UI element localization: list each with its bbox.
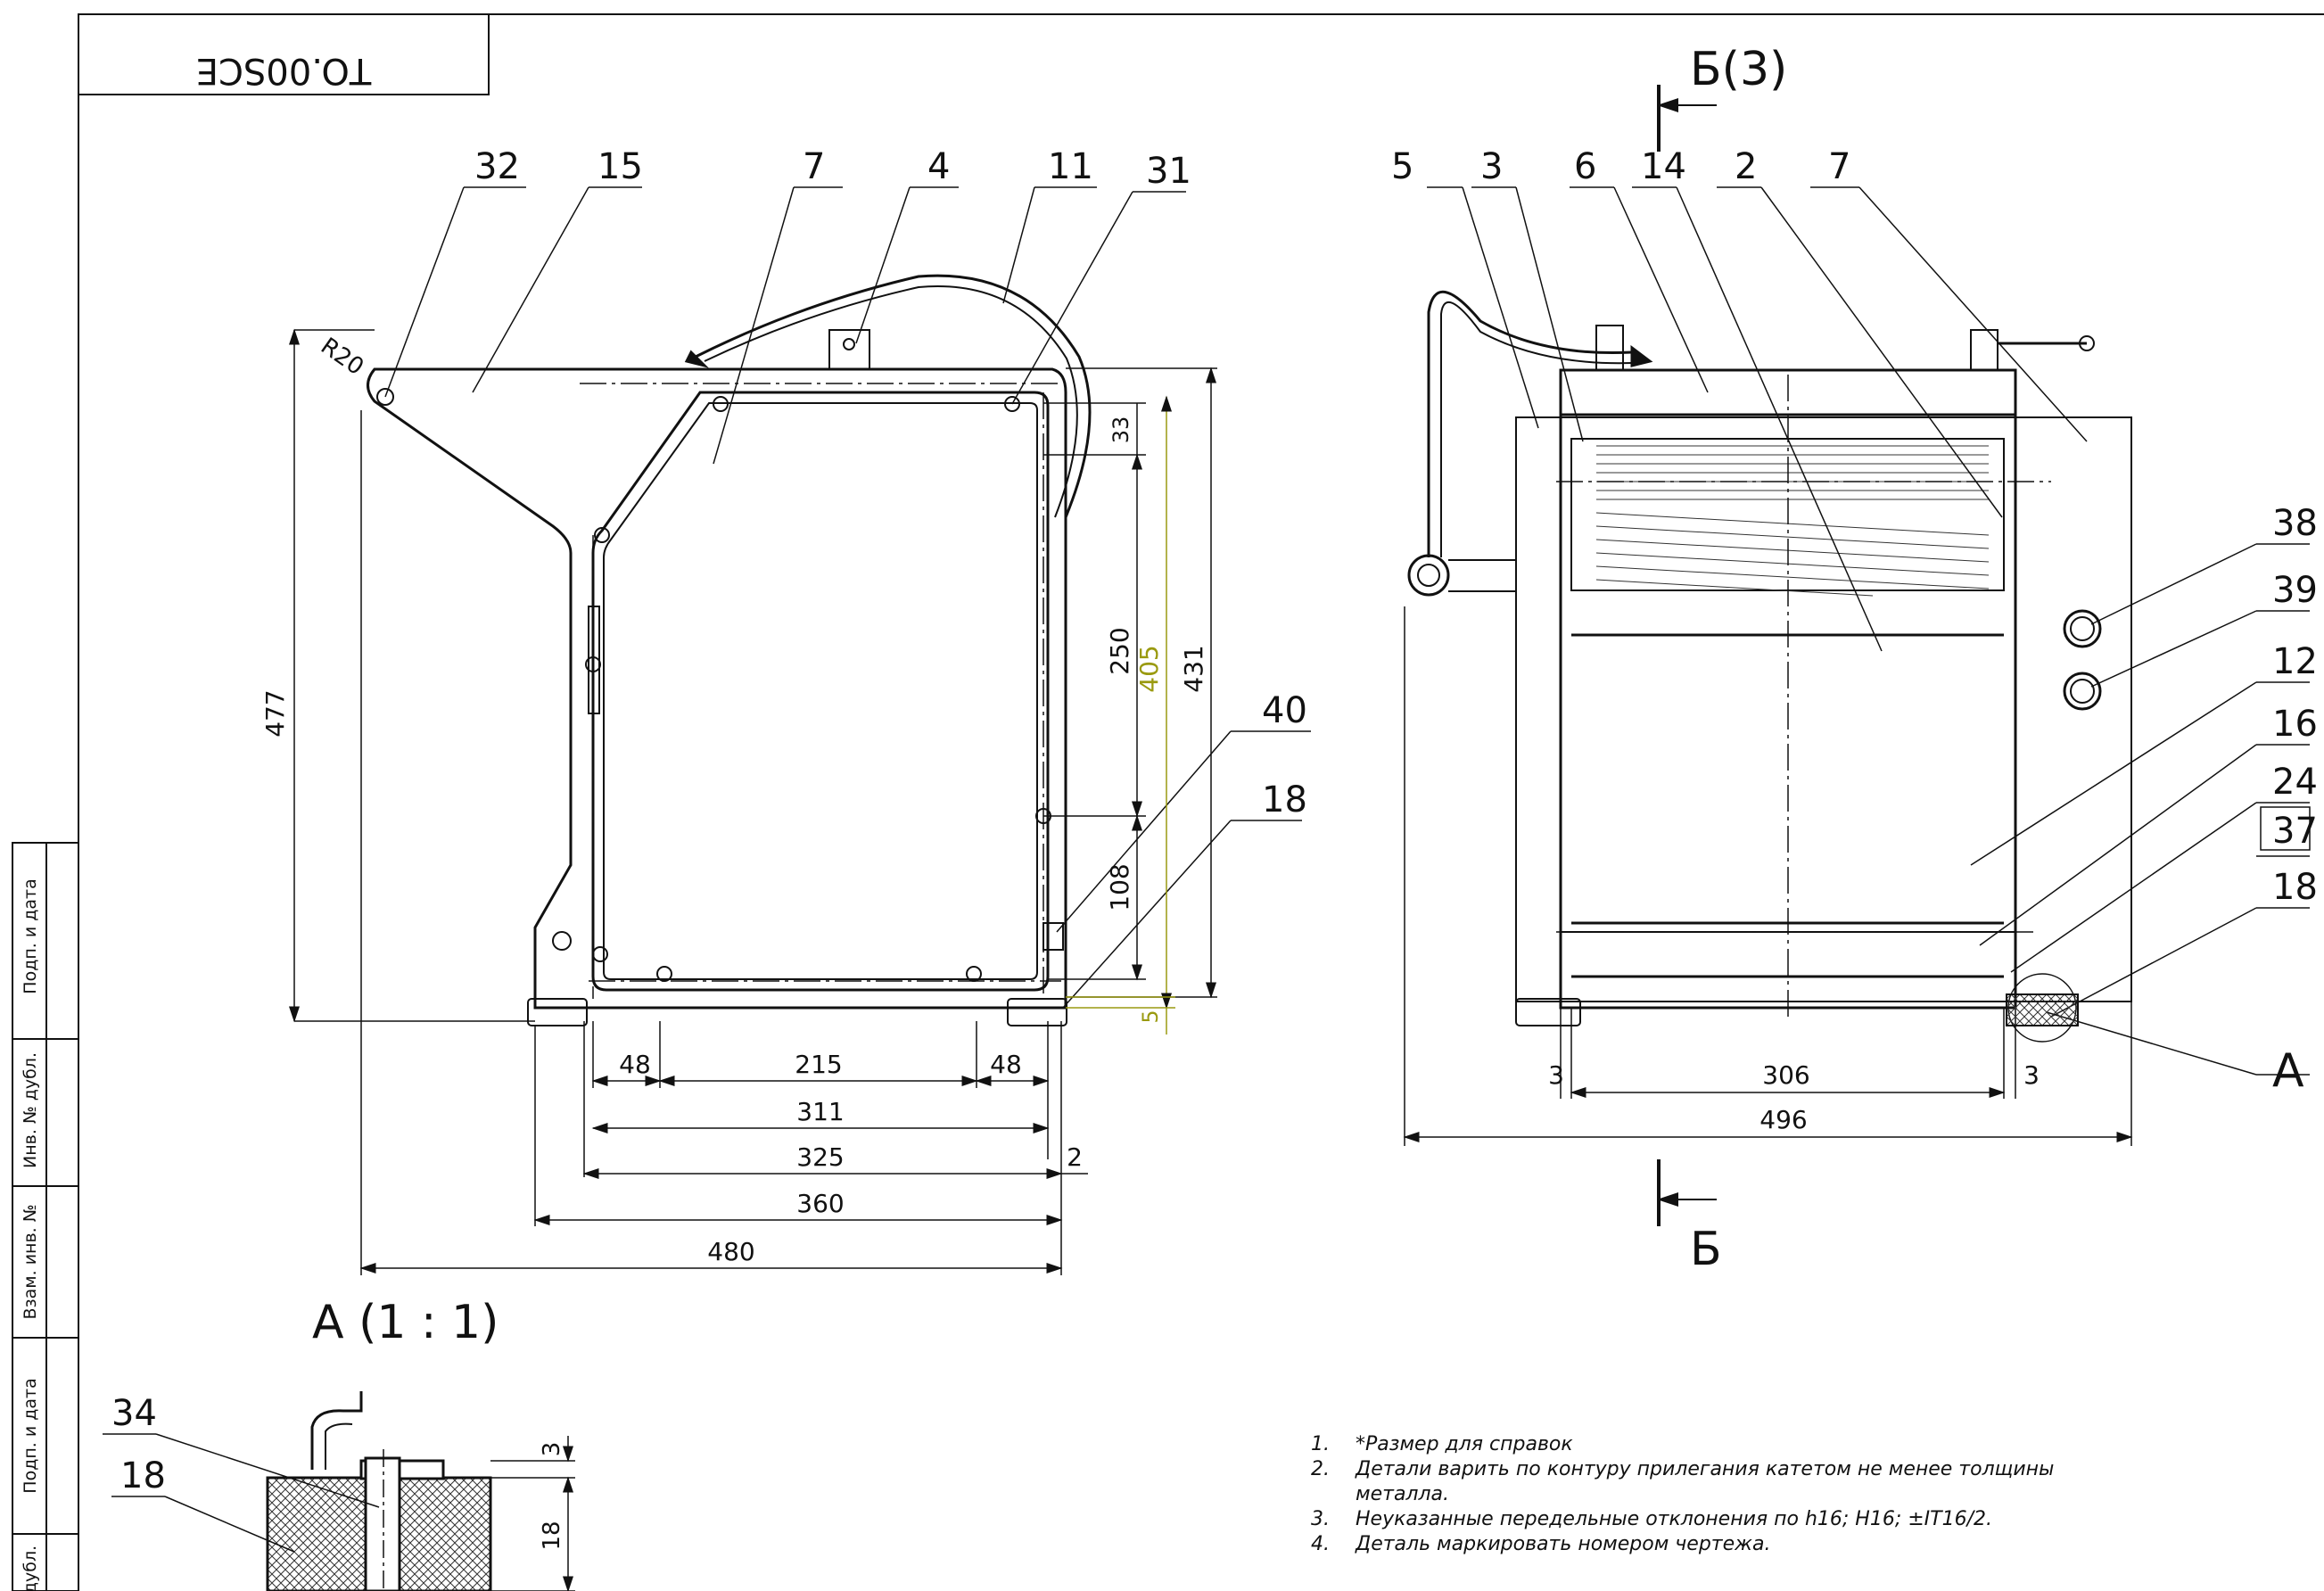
dim-496: 496 <box>1759 1105 1807 1134</box>
technical-notes: 1. *Размер для справок 2. Детали варить … <box>1311 1432 2114 1557</box>
dim-48-a: 48 <box>619 1050 651 1079</box>
note-number: 3. <box>1311 1508 1330 1530</box>
section-marks <box>1657 85 1717 1226</box>
dim-3-a: 3 <box>1548 1060 1564 1090</box>
stamp-replace-inv: Взам. инв. № <box>21 1204 40 1319</box>
callout-32: 32 <box>474 146 520 187</box>
section-label-bottom: Б <box>1690 1223 1722 1276</box>
dim-431: 431 <box>1179 645 1208 692</box>
callout-4: 4 <box>927 146 950 187</box>
callout-37: 37 <box>2272 811 2318 852</box>
left-dim-highlight <box>1066 395 1175 1035</box>
dim-48-b: 48 <box>990 1050 1022 1079</box>
callout-12: 12 <box>2272 641 2318 682</box>
side-stamp <box>12 842 79 1591</box>
note-number: 4. <box>1311 1533 1330 1555</box>
stamp-dup: дубл. <box>21 1546 40 1591</box>
callout-31: 31 <box>1146 151 1191 192</box>
dim-405: 405 <box>1134 645 1164 692</box>
detail-a <box>103 1391 575 1591</box>
stamp-inv-dup: Инв. № дубл. <box>21 1052 40 1168</box>
detail-labels: 34 18 3 18 <box>111 1393 565 1551</box>
callout-7-left: 7 <box>803 146 825 187</box>
callout-24: 24 <box>2272 762 2318 803</box>
note-text: Неуказанные передельные отклонения по h1… <box>1356 1508 1992 1530</box>
center-lines-left <box>580 383 1061 999</box>
note-item: 1. *Размер для справок <box>1311 1432 2114 1457</box>
dim-477: 477 <box>260 689 290 737</box>
callout-2: 2 <box>1735 146 1757 187</box>
dim-33: 33 <box>1108 416 1133 444</box>
dim-3-b: 3 <box>2023 1060 2040 1090</box>
detail-a-callout: A <box>2272 1044 2304 1098</box>
center-lines-right <box>1556 375 2051 1017</box>
dim-311: 311 <box>796 1097 844 1126</box>
radius-r20: R20 <box>316 333 368 381</box>
callout-16: 16 <box>2272 704 2318 745</box>
left-dim-labels: 477 33 250 405 431 108 5 48 215 48 311 3… <box>260 416 1208 1266</box>
callout-18-right: 18 <box>2272 867 2318 908</box>
callout-18-detail: 18 <box>120 1455 166 1496</box>
callout-34: 34 <box>111 1393 157 1434</box>
stamp-sign-date-2: Подп. и дата <box>21 1378 40 1493</box>
dim-480: 480 <box>707 1237 754 1266</box>
left-view <box>367 329 1067 1026</box>
drawing-frame <box>78 13 2324 1591</box>
callout-18-left: 18 <box>1262 779 1307 820</box>
callout-11: 11 <box>1048 146 1093 187</box>
callout-6: 6 <box>1574 146 1596 187</box>
dim-5: 5 <box>1138 1010 1163 1023</box>
left-dim-lines <box>289 186 1311 1275</box>
view-labels: Б(3) Б A (1 : 1) A <box>312 43 2304 1349</box>
note-item: 2. Детали варить по контуру прилегания к… <box>1311 1457 2114 1507</box>
note-number: 2. <box>1311 1458 1330 1480</box>
callout-40: 40 <box>1262 690 1307 731</box>
detail-a-title: A (1 : 1) <box>312 1296 499 1349</box>
right-view <box>1407 325 2132 1026</box>
dim-250: 250 <box>1105 627 1134 674</box>
drawing-designation: TO.00SCE <box>196 50 373 91</box>
dim-18-detail: 18 <box>539 1521 565 1550</box>
coolant-hose-left <box>684 274 1092 518</box>
callout-3: 3 <box>1480 146 1503 187</box>
right-callout-labels: 5 3 6 14 2 7 38 39 12 16 24 37 18 <box>1391 146 2318 908</box>
dim-306: 306 <box>1762 1060 1809 1090</box>
dim-108: 108 <box>1105 863 1134 911</box>
detail-circle <box>2006 973 2079 1043</box>
dim-325: 325 <box>796 1142 844 1172</box>
title-box: TO.00SCE <box>78 13 490 95</box>
callout-15: 15 <box>597 146 643 187</box>
note-item: 4. Деталь маркировать номером чертежа. <box>1311 1532 2114 1557</box>
dim-215: 215 <box>795 1050 842 1079</box>
right-dim-labels: 3 306 3 496 <box>1548 1060 2040 1134</box>
callout-38: 38 <box>2272 503 2318 544</box>
note-number: 1. <box>1311 1433 1330 1455</box>
roller-hatching <box>1595 445 1990 597</box>
callout-5: 5 <box>1391 146 1413 187</box>
note-item: 3. Неуказанные передельные отклонения по… <box>1311 1507 2114 1532</box>
left-callout-labels: 32 15 7 4 11 31 40 18 <box>474 146 1307 820</box>
dim-3-detail: 3 <box>539 1442 565 1457</box>
stamp-sign-date-1: Подп. и дата <box>21 878 40 993</box>
callout-7-right: 7 <box>1828 146 1850 187</box>
callout-39: 39 <box>2272 570 2318 611</box>
section-label-top: Б(3) <box>1690 43 1787 96</box>
note-text: Деталь маркировать номером чертежа. <box>1356 1533 1771 1555</box>
dim-360: 360 <box>796 1189 844 1218</box>
note-text: *Размер для справок <box>1356 1433 1573 1455</box>
right-dim-lines <box>1403 186 2311 1146</box>
callout-14: 14 <box>1641 146 1686 187</box>
coolant-hose-right <box>1427 290 1653 557</box>
note-text: Детали варить по контуру прилегания кате… <box>1356 1458 2055 1505</box>
dim-2: 2 <box>1067 1142 1083 1172</box>
